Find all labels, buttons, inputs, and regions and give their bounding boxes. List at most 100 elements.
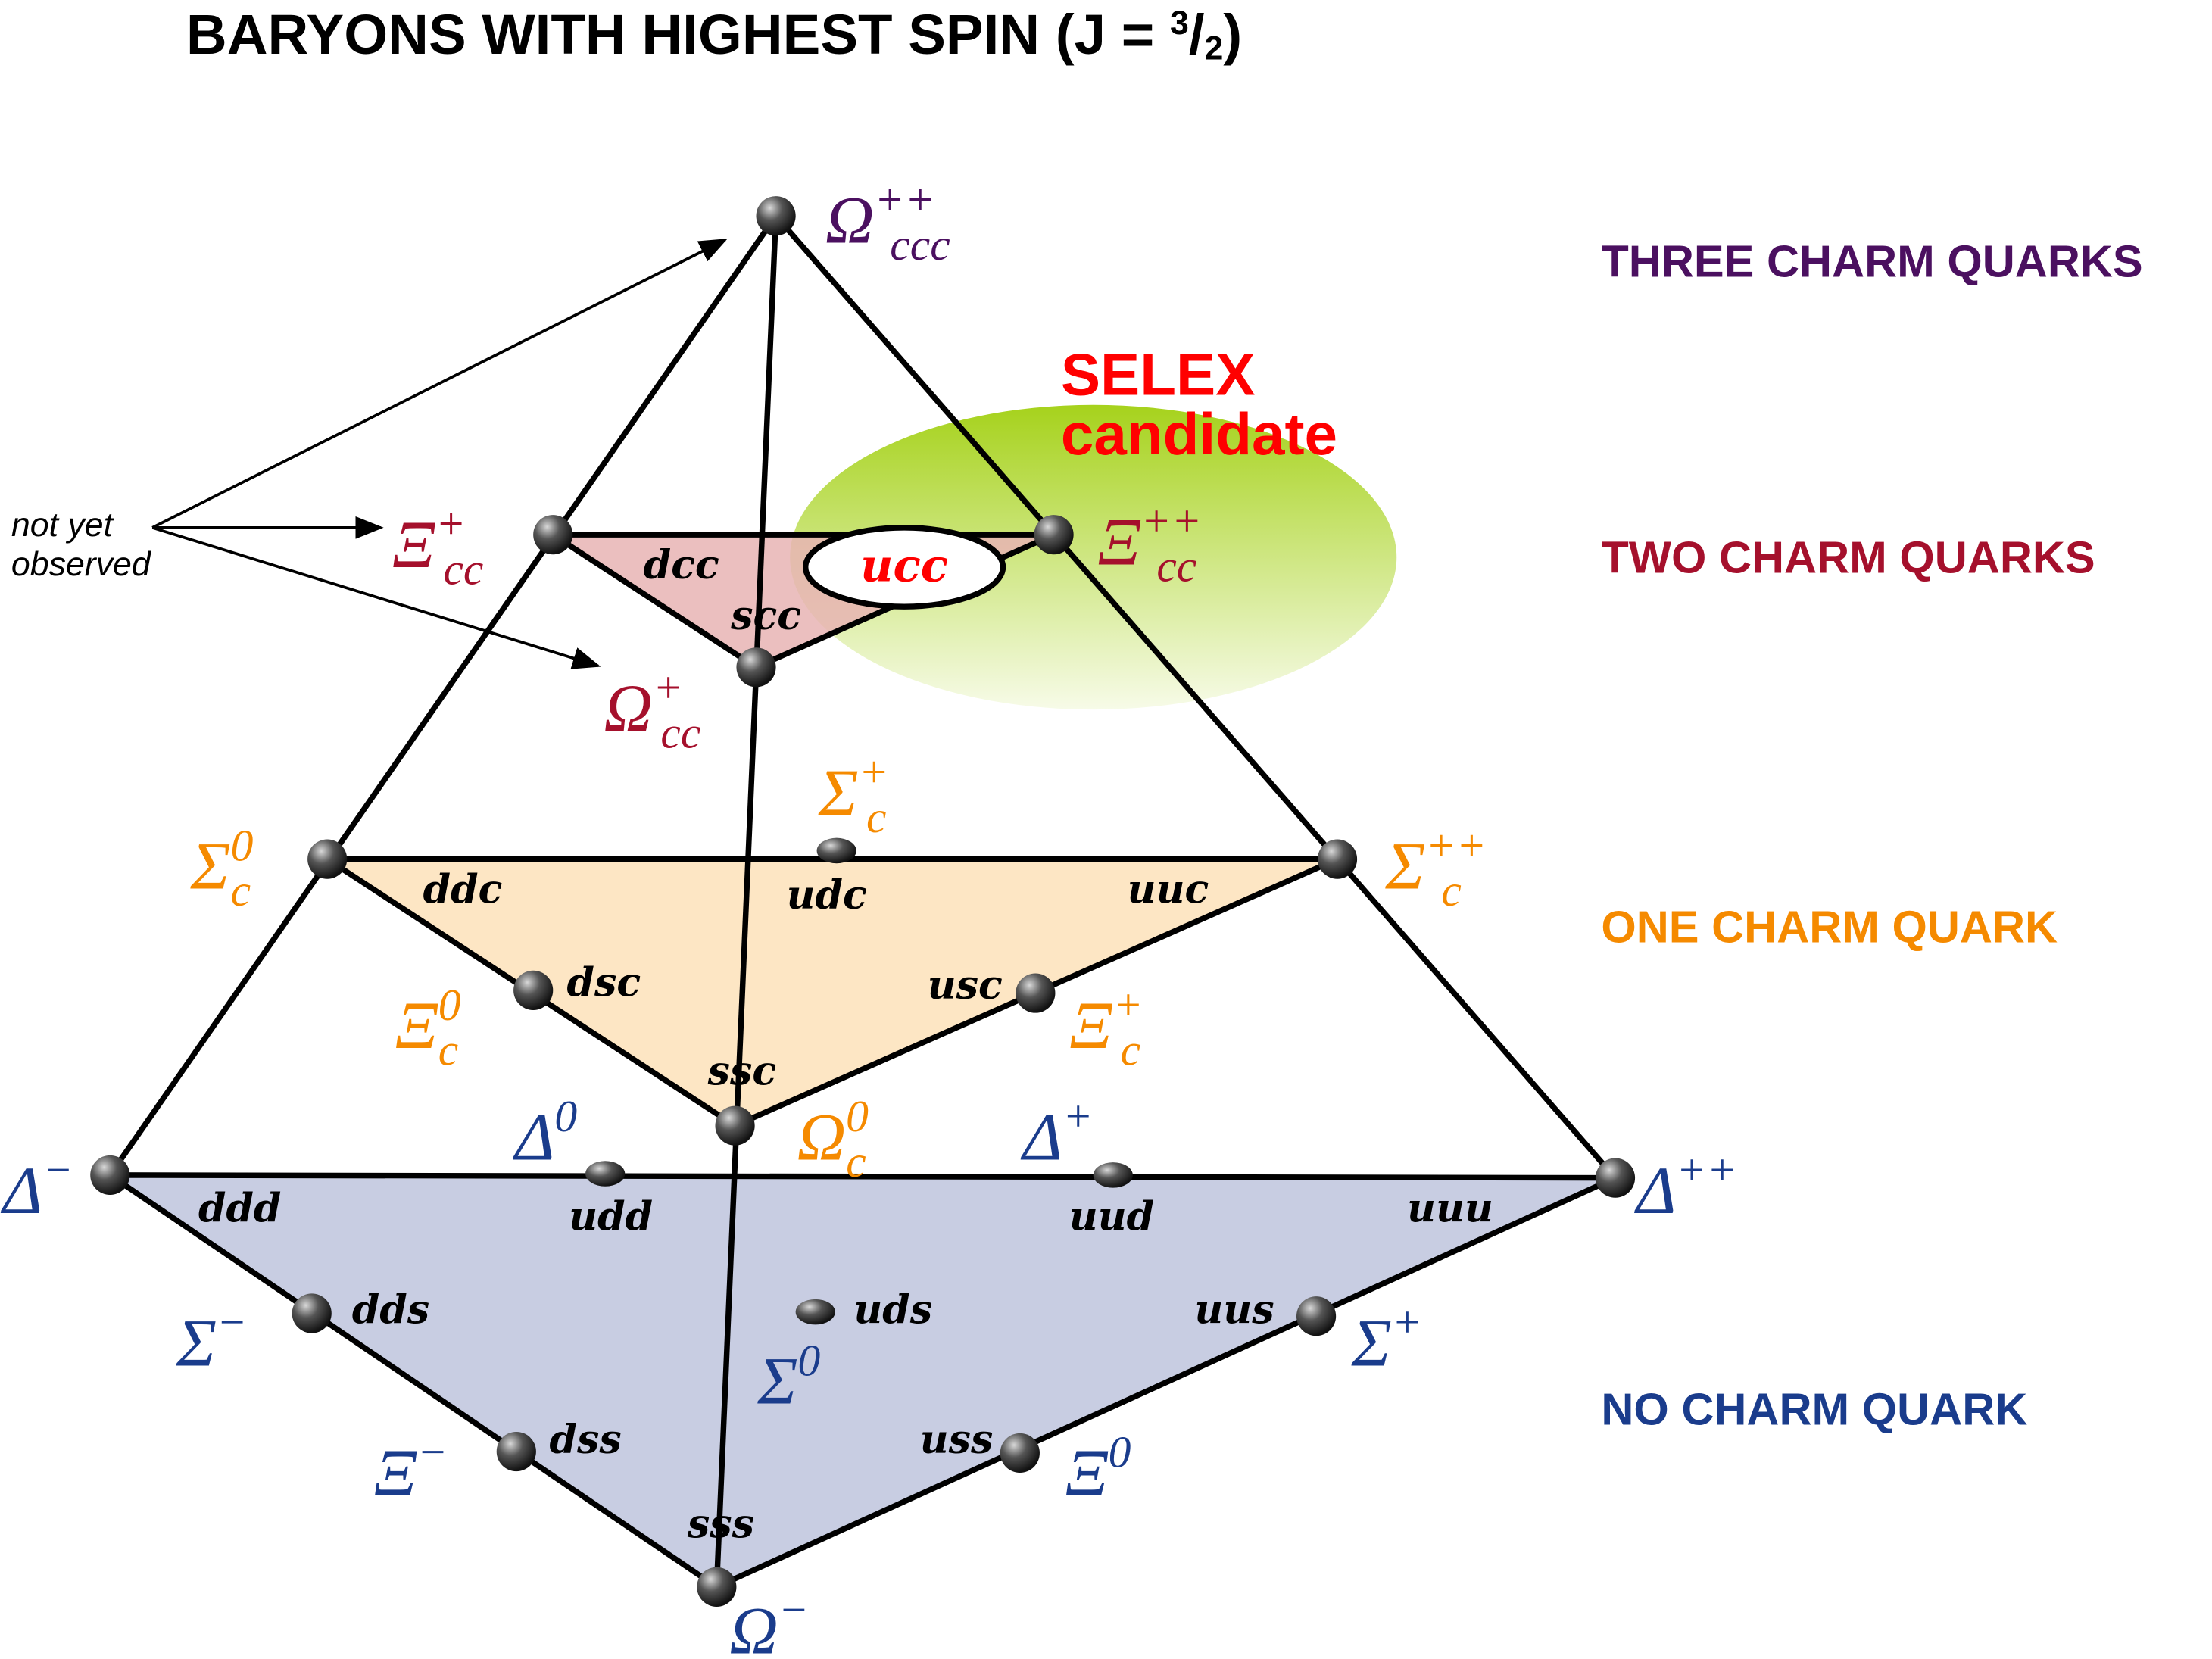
particle-node-xi_m xyxy=(496,1431,536,1472)
particle-charge: + xyxy=(653,663,683,713)
particle-symbol: Ω xyxy=(825,183,875,258)
particle-symbol: Ξ xyxy=(1065,1436,1108,1511)
particle-subscript: c xyxy=(1121,1025,1140,1075)
particle-node-xi_0 xyxy=(1000,1433,1040,1473)
particle-node-sigma_cpp xyxy=(1317,839,1358,879)
particle-subscript: c xyxy=(1441,865,1461,915)
quark-content-uss: uss xyxy=(920,1417,994,1463)
particle-symbol: Ξ xyxy=(1069,988,1112,1063)
particle-node-sigma_cp xyxy=(816,837,856,864)
edge-left xyxy=(108,214,778,1177)
particle-node-sigma_0 xyxy=(795,1299,835,1325)
particle-symbol: Δ xyxy=(1,1153,42,1228)
particle-symbol: Σ xyxy=(1384,829,1425,904)
level-label-two-charm: TWO CHARM QUARKS xyxy=(1601,532,2095,582)
quark-content-dds: dds xyxy=(352,1287,429,1333)
particle-symbol: Δ xyxy=(1021,1099,1062,1174)
particle-label-xi_0: Ξ0 xyxy=(1065,1427,1131,1511)
particle-symbol: Ω xyxy=(604,671,653,746)
particle-node-xi_cp xyxy=(1016,973,1056,1013)
not-yet-observed-label-2: observed xyxy=(11,546,152,583)
edge-right xyxy=(773,214,1618,1180)
particle-symbol: Ξ xyxy=(374,1436,417,1511)
quark-content-usc: usc xyxy=(928,962,1003,1009)
quark-content-sss: sss xyxy=(687,1502,754,1548)
particle-charge: + xyxy=(1062,1091,1093,1141)
particle-node-delta_0 xyxy=(585,1161,626,1187)
particle-symbol: Ξ xyxy=(395,988,438,1063)
particle-subscript: c xyxy=(438,1025,458,1075)
not-yet-observed-label: not yet xyxy=(11,507,114,544)
edge-center xyxy=(713,215,779,1588)
particle-subscript: c xyxy=(231,865,251,915)
particle-label-delta_p: Δ+ xyxy=(1021,1091,1094,1174)
particle-node-xi_c0 xyxy=(513,970,554,1010)
particle-node-omega_m xyxy=(697,1567,737,1607)
quark-content-udd: udd xyxy=(569,1194,653,1240)
particle-node-delta_p xyxy=(1093,1162,1133,1188)
particle-charge: + xyxy=(435,499,466,549)
particle-label-sigma_0: Σ0 xyxy=(757,1335,820,1418)
quark-content-ddd: ddd xyxy=(198,1185,281,1231)
particle-label-xi_m: Ξ− xyxy=(374,1427,448,1511)
particle-label-omega_m: Ω− xyxy=(729,1585,809,1659)
particle-node-delta_pp xyxy=(1595,1158,1636,1198)
no-charm-plane xyxy=(101,1172,1617,1591)
particle-symbol: Ω xyxy=(729,1593,778,1659)
quark-label-ucc: ucc xyxy=(860,540,948,593)
quark-content-dss: dss xyxy=(549,1417,621,1463)
particle-node-xi_cc_pp xyxy=(1034,515,1074,555)
particle-subscript: cc xyxy=(443,544,483,594)
quark-content-dsc: dsc xyxy=(567,959,641,1006)
particle-subscript: cc xyxy=(1156,541,1196,591)
particle-label-sigma_m: Σ− xyxy=(176,1297,247,1380)
particle-node-sigma_m xyxy=(292,1293,332,1333)
particle-label-delta_pp: Δ++ xyxy=(1634,1145,1737,1228)
level-label-three-charm: THREE CHARM QUARKS xyxy=(1601,235,2142,286)
particle-symbol: Σ xyxy=(757,1344,797,1419)
particle-charge: ++ xyxy=(1676,1145,1736,1195)
particle-charge: ++ xyxy=(1425,820,1486,870)
particle-subscript: ccc xyxy=(890,220,950,270)
quark-content-uds: uds xyxy=(853,1287,932,1333)
quark-content-uuc: uuc xyxy=(1128,866,1209,912)
arrow-to-omega-cc xyxy=(151,526,601,669)
particle-charge: + xyxy=(1112,980,1143,1030)
particle-charge: ++ xyxy=(874,174,934,224)
particle-node-omega_ccc xyxy=(756,196,796,236)
quark-content-uuu: uuu xyxy=(1407,1185,1493,1231)
particle-symbol: Δ xyxy=(513,1099,554,1174)
particle-charge: 0 xyxy=(1109,1427,1131,1477)
particle-label-omega_ccc: Ω++ccc xyxy=(825,174,950,270)
particle-label-sigma_cpp: Σ++c xyxy=(1384,820,1487,915)
quark-content-udc: udc xyxy=(787,872,867,918)
particle-label-sigma_p: Σ+ xyxy=(1351,1297,1422,1380)
particle-charge: 0 xyxy=(798,1335,821,1385)
particle-label-xi_cc_p: Ξ+cc xyxy=(392,499,484,594)
particle-node-omega_cc xyxy=(736,647,776,688)
particle-label-delta_m: Δ− xyxy=(1,1145,73,1228)
selex-highlight-region xyxy=(790,404,1397,710)
particle-symbol: Σ xyxy=(176,1305,217,1380)
particle-label-xi_cp: Ξ+c xyxy=(1069,980,1143,1075)
particle-charge: 0 xyxy=(438,980,461,1030)
quark-content-uus: uus xyxy=(1194,1287,1274,1333)
particle-node-sigma_c0 xyxy=(307,839,348,879)
level-label-one-charm: ONE CHARM QUARK xyxy=(1601,902,2058,953)
particle-charge: − xyxy=(417,1427,448,1477)
particle-charge: + xyxy=(859,747,889,797)
particle-subscript: cc xyxy=(660,707,700,757)
particle-charge: − xyxy=(778,1585,809,1635)
quark-content-ddc: ddc xyxy=(423,866,503,912)
quark-content-ssc: ssc xyxy=(707,1049,776,1095)
particle-label-omega_cc: Ω+cc xyxy=(604,663,700,758)
level-label-no-charm: NO CHARM QUARK xyxy=(1601,1384,2027,1435)
quark-content-uud: uud xyxy=(1069,1194,1154,1240)
quark-content-dcc: dcc xyxy=(644,542,719,588)
particle-charge: + xyxy=(1392,1297,1422,1347)
particle-charge: ++ xyxy=(1140,496,1201,546)
